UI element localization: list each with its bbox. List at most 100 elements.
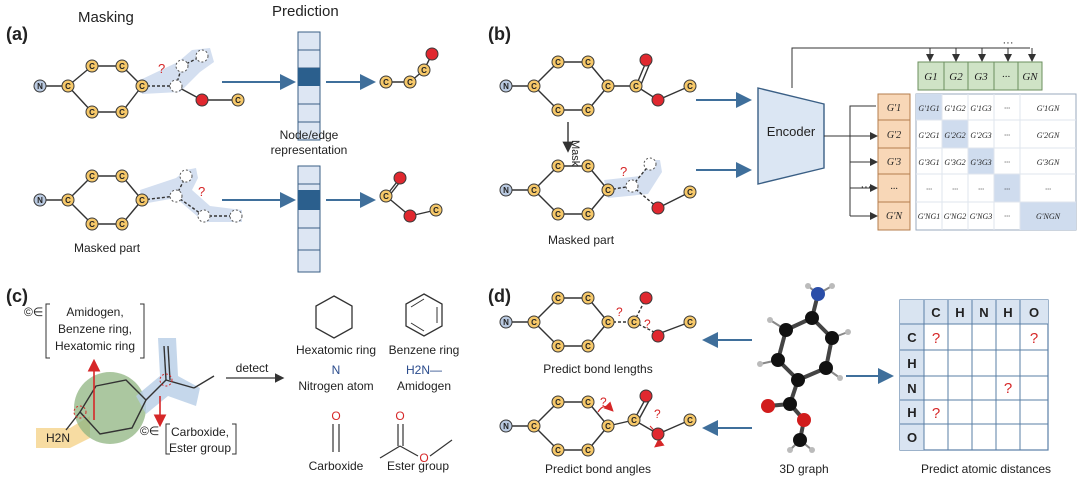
- set1-line2: Benzene ring,: [58, 322, 132, 336]
- carboxide-label: Carboxide: [309, 459, 364, 473]
- row-header: H: [907, 405, 916, 420]
- token-dots: ···: [1002, 71, 1011, 83]
- svg-text:G'1: G'1: [887, 103, 901, 114]
- svg-text:C: C: [383, 192, 389, 201]
- svg-text:C: C: [119, 220, 125, 229]
- svg-text:C: C: [555, 446, 561, 455]
- question-mark: ?: [654, 407, 661, 421]
- svg-text:G'3: G'3: [887, 157, 901, 168]
- svg-text:C: C: [585, 398, 591, 407]
- svg-text:C: C: [555, 294, 561, 303]
- svg-text:N: N: [503, 318, 509, 327]
- row-header: C: [907, 330, 917, 345]
- svg-text:N: N: [503, 422, 509, 431]
- matrix-cell: G'2G2: [944, 131, 965, 140]
- membership-symbol-1: ©∈: [24, 305, 43, 319]
- rep-caption-2: representation: [271, 143, 348, 157]
- matrix-question: ?: [932, 405, 940, 422]
- svg-text:C: C: [555, 342, 561, 351]
- panel-b: (b): [488, 24, 1077, 247]
- svg-text:C: C: [531, 82, 537, 91]
- matrix-cell: G'3G1: [918, 158, 939, 167]
- benzene-ring-label: Benzene ring: [389, 343, 460, 357]
- molecule-atom-labels: N C C C C C C C: [37, 62, 241, 117]
- nitrogen-symbol: N: [332, 363, 341, 377]
- question-mark: ?: [644, 317, 651, 331]
- matrix-cell: ···: [1045, 185, 1051, 194]
- svg-text:C: C: [555, 162, 561, 171]
- masked-part-caption: Masked part: [74, 241, 141, 255]
- masked-highlight: [140, 48, 214, 94]
- rep-caption-1: Node/edge: [280, 128, 339, 142]
- membership-symbol-2: ©∈: [140, 424, 159, 438]
- panel-a-label: (a): [6, 24, 28, 44]
- panel-d-label: (d): [488, 286, 511, 306]
- svg-text:C: C: [585, 106, 591, 115]
- svg-text:C: C: [687, 82, 693, 91]
- connector-lines: [791, 47, 1036, 220]
- svg-text:C: C: [531, 186, 537, 195]
- ester-group-label: Ester group: [387, 459, 449, 473]
- svg-text:C: C: [139, 82, 145, 91]
- svg-text:C: C: [119, 108, 125, 117]
- col-header: H: [1003, 305, 1012, 320]
- molecule-atom-labels: N C C C C C C C C: [503, 294, 693, 351]
- svg-text:C: C: [531, 422, 537, 431]
- svg-text:C: C: [89, 220, 95, 229]
- svg-text:C: C: [605, 186, 611, 195]
- svg-text:C: C: [687, 318, 693, 327]
- matrix-cell: G'2G3: [970, 131, 991, 140]
- molecule-bonds: [40, 175, 143, 225]
- panel-c-label: (c): [6, 286, 28, 306]
- svg-text:C: C: [605, 318, 611, 327]
- svg-text:C: C: [633, 82, 639, 91]
- distances-caption: Predict atomic distances: [921, 462, 1051, 476]
- molecule-3d-icon: [757, 283, 851, 453]
- matrix-question: ?: [1030, 330, 1038, 347]
- svg-text:C: C: [585, 342, 591, 351]
- svg-text:C: C: [531, 318, 537, 327]
- svg-text:C: C: [605, 82, 611, 91]
- svg-text:C: C: [119, 62, 125, 71]
- svg-text:C: C: [65, 82, 71, 91]
- matrix-cell: G'3GN: [1037, 158, 1060, 167]
- token-ellipsis: ···: [1003, 37, 1014, 49]
- svg-text:C: C: [605, 422, 611, 431]
- col-header: O: [1029, 305, 1039, 320]
- representation-bar: [297, 165, 321, 273]
- svg-text:C: C: [585, 294, 591, 303]
- question-mark: ?: [616, 305, 623, 319]
- detect-label: detect: [236, 361, 269, 375]
- svg-text:C: C: [555, 58, 561, 67]
- svg-text:O: O: [395, 409, 404, 423]
- bond-lengths-caption: Predict bond lengths: [543, 362, 652, 376]
- graph3d-caption: 3D graph: [779, 462, 828, 476]
- nh2-label: H2N: [46, 431, 70, 445]
- matrix-cell: ···: [1004, 212, 1010, 221]
- col-header: H: [955, 305, 964, 320]
- matrix-cell: G'3G2: [944, 158, 965, 167]
- svg-text:C: C: [585, 446, 591, 455]
- svg-text:C: C: [555, 398, 561, 407]
- svg-text:C: C: [631, 416, 637, 425]
- ester-highlight: [136, 338, 200, 414]
- encoder-label: Encoder: [767, 124, 816, 139]
- hexatomic-ring-label: Hexatomic ring: [296, 343, 376, 357]
- predicted-fragment-bottom: C C: [379, 171, 443, 223]
- svg-text:C: C: [89, 62, 95, 71]
- molecule-atoms: [499, 53, 697, 117]
- matrix-cell: ···: [1004, 131, 1010, 140]
- prediction-title: Prediction: [272, 3, 339, 20]
- molecule-atoms: [33, 169, 243, 231]
- svg-text:N: N: [37, 82, 43, 91]
- ester-group-icon: O O: [379, 409, 453, 465]
- matrix-cell: G'1G1: [918, 104, 939, 113]
- molecule-atom-labels: N C C C C C C C C: [503, 58, 693, 115]
- molecule-atoms: [499, 291, 697, 353]
- matrix-cell: G'1G3: [970, 104, 991, 113]
- matrix-cell: ···: [1004, 185, 1010, 194]
- side-token-column: G'1 G'2 G'3 ··· G'N: [877, 93, 911, 231]
